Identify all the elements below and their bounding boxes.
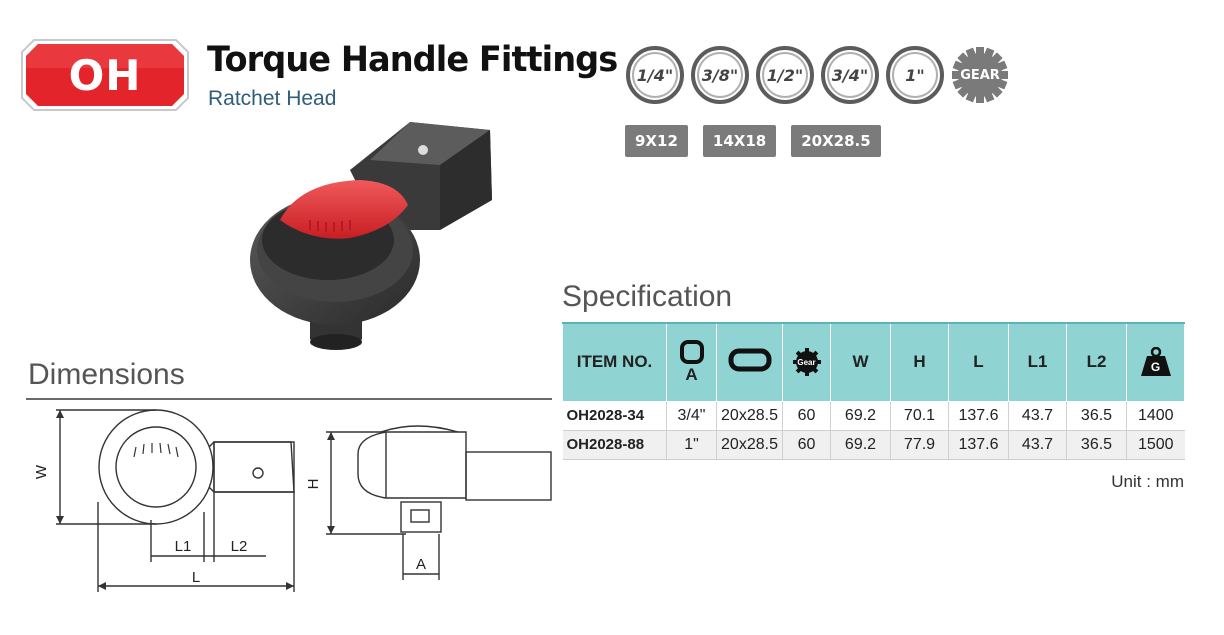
dim-label-l2: L2: [231, 538, 248, 555]
col-weight-label: G: [1150, 360, 1161, 375]
cell-l2: 36.5: [1066, 430, 1127, 460]
spec-table: ITEM NO. A: [562, 322, 1185, 460]
col-drive-square: A: [666, 322, 717, 402]
cell-w: 69.2: [830, 430, 891, 460]
cell-item: OH2028-88: [562, 430, 667, 460]
col-item-no: ITEM NO.: [562, 322, 667, 402]
dim-label-l1: L1: [175, 538, 192, 555]
square-drive-icon: [679, 340, 704, 365]
dimensions-heading: Dimensions: [28, 358, 185, 391]
rectangle-shank-icon: [728, 348, 771, 372]
cell-h: 70.1: [890, 401, 949, 431]
product-image: [240, 110, 510, 360]
shank-size-tag: 20X28.5: [791, 125, 881, 157]
table-row: OH2028-34 3/4" 20x28.5 60 69.2 70.1 137.…: [562, 401, 1185, 431]
gear-icon: GEAR: [951, 46, 1009, 104]
dim-label-h: H: [305, 479, 322, 490]
col-weight: G: [1126, 322, 1185, 402]
col-gear: Gear: [782, 322, 831, 402]
cell-l: 137.6: [948, 401, 1009, 431]
col-a-label: A: [685, 365, 698, 385]
shank-size-tag: 9X12: [625, 125, 688, 157]
cell-item: OH2028-34: [562, 401, 667, 431]
col-h: H: [890, 322, 949, 402]
cell-h: 77.9: [890, 430, 949, 460]
shank-size-list: 9X12 14X18 20X28.5: [625, 125, 881, 157]
badge-label: OH: [68, 50, 142, 100]
section-divider: [26, 398, 552, 400]
spec-header-row: ITEM NO. A: [562, 322, 1185, 402]
col-l1: L1: [1008, 322, 1067, 402]
dimension-drawing: W H L1 L2 L A: [26, 402, 566, 602]
dim-label-w: W: [33, 464, 50, 479]
cell-g: 1400: [1126, 401, 1185, 431]
drive-size-badge: 1": [886, 46, 944, 104]
cell-gear: 60: [782, 430, 831, 460]
col-shank: [716, 322, 783, 402]
unit-note: Unit : mm: [1111, 472, 1184, 491]
dim-label-l: L: [192, 569, 200, 586]
drive-size-badge: 1/4": [626, 46, 684, 104]
dim-label-a: A: [416, 556, 426, 573]
cell-gear: 60: [782, 401, 831, 431]
cell-shank: 20x28.5: [716, 401, 783, 431]
cell-g: 1500: [1126, 430, 1185, 460]
gear-label: GEAR: [960, 67, 1000, 83]
table-row: OH2028-88 1" 20x28.5 60 69.2 77.9 137.6 …: [562, 430, 1185, 460]
col-gear-label: Gear: [797, 357, 816, 367]
cell-l2: 36.5: [1066, 401, 1127, 431]
weight-icon: [1140, 347, 1171, 377]
page-title: Torque Handle Fittings: [207, 40, 618, 80]
page-subtitle: Ratchet Head: [208, 87, 337, 110]
drive-size-badge: 3/8": [691, 46, 749, 104]
col-l2: L2: [1066, 322, 1127, 402]
drive-size-list: 1/4" 3/8" 1/2" 3/4" 1": [626, 46, 1009, 104]
cell-a: 1": [666, 430, 717, 460]
spec-heading: Specification: [562, 280, 733, 313]
col-w: W: [830, 322, 891, 402]
cell-l: 137.6: [948, 430, 1009, 460]
cell-l1: 43.7: [1008, 401, 1067, 431]
gear-icon: [792, 348, 821, 377]
cell-w: 69.2: [830, 401, 891, 431]
shank-size-tag: 14X18: [702, 125, 777, 157]
brand-badge: OH: [20, 38, 190, 112]
drive-size-badge: 3/4": [821, 46, 879, 104]
col-l: L: [948, 322, 1009, 402]
cell-a: 3/4": [666, 401, 717, 431]
cell-shank: 20x28.5: [716, 430, 783, 460]
drive-size-badge: 1/2": [756, 46, 814, 104]
cell-l1: 43.7: [1008, 430, 1067, 460]
